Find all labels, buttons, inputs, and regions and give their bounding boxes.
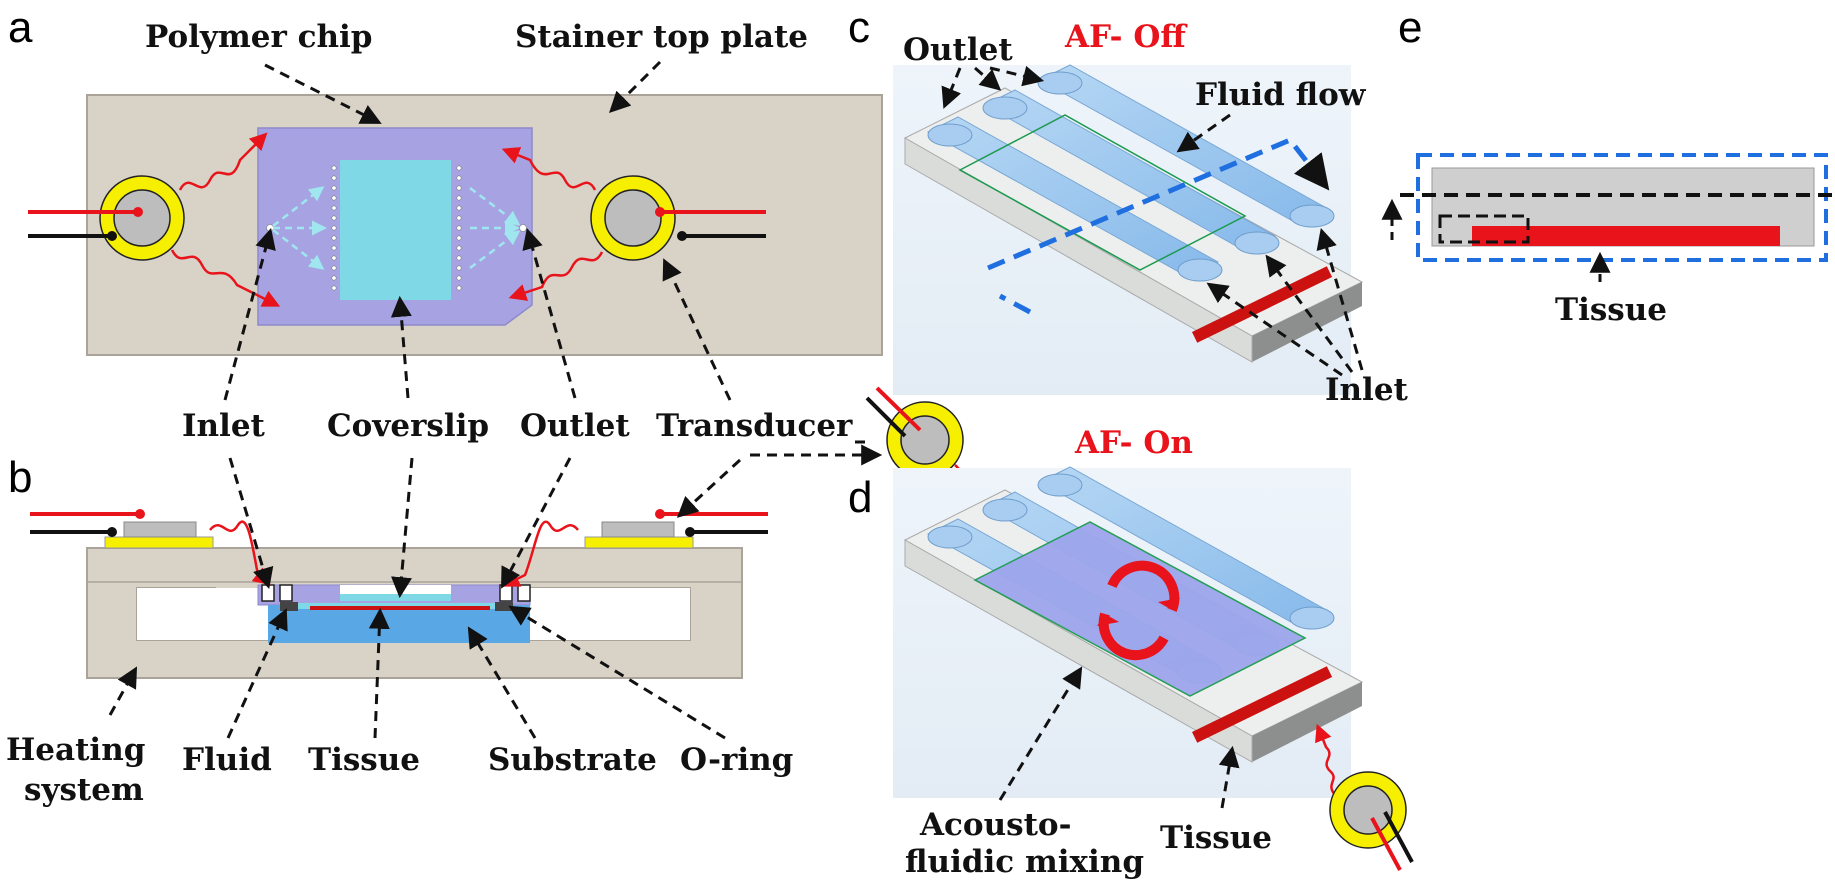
label-acousto: Acousto- bbox=[919, 807, 1071, 843]
label-substrate: Substrate bbox=[488, 742, 657, 778]
transducer-pad-left bbox=[104, 536, 214, 549]
label-coverslip: Coverslip bbox=[327, 408, 489, 444]
label-outlet-c: Outlet bbox=[903, 32, 1013, 68]
chamber-outline-c bbox=[958, 114, 1247, 271]
transducer-left bbox=[28, 175, 185, 261]
panel-label-b: b bbox=[8, 453, 32, 502]
label-tissue-e: Tissue bbox=[1555, 292, 1667, 328]
label-fluidic-mixing: fluidic mixing bbox=[905, 844, 1144, 880]
label-af-off: AF- Off bbox=[1064, 19, 1188, 55]
tissue-section bbox=[310, 606, 490, 610]
mixing-arrows bbox=[1098, 560, 1180, 661]
panel-label-d: d bbox=[848, 473, 872, 522]
zoom-box-e bbox=[1416, 153, 1828, 262]
coverslip-top bbox=[340, 160, 451, 300]
acoustic-waves-a bbox=[170, 132, 604, 307]
mixing-chamber-d bbox=[973, 521, 1307, 697]
flow-arrows-a bbox=[272, 186, 521, 270]
coverslip-section bbox=[340, 594, 451, 601]
panel-b: b bbox=[6, 227, 883, 808]
panel-label-c: c bbox=[848, 3, 870, 52]
panel-label-a: a bbox=[8, 3, 33, 52]
substrate bbox=[268, 605, 530, 643]
leader-lines-b bbox=[108, 227, 865, 740]
label-outlet: Outlet bbox=[520, 408, 630, 444]
label-af-on: AF- On bbox=[1074, 425, 1193, 461]
transducer-icon-d bbox=[1329, 771, 1414, 871]
label-polymer-chip: Polymer chip bbox=[145, 19, 372, 55]
panel-e: e Tissue bbox=[1381, 3, 1835, 328]
panel-label-e: e bbox=[1398, 3, 1422, 52]
panel-a: a bbox=[8, 3, 883, 356]
transducer-pad-right bbox=[584, 536, 694, 549]
label-o-ring: O-ring bbox=[680, 742, 793, 778]
label-tissue-b: Tissue bbox=[308, 742, 420, 778]
transducer-right bbox=[590, 175, 766, 261]
panel-c: c AF- Off Outlet Fluid flow Inlet bbox=[848, 3, 1409, 509]
panel-d: d AF- On Acousto- bbox=[848, 425, 1414, 880]
label-transducer: Transducer bbox=[656, 408, 853, 444]
label-system: system bbox=[24, 772, 144, 808]
inlet-box-e bbox=[1438, 214, 1530, 244]
label-heating: Heating bbox=[6, 732, 145, 768]
label-fluid-flow: Fluid flow bbox=[1195, 77, 1367, 113]
tissue-d bbox=[1192, 666, 1333, 743]
tissue-e bbox=[1472, 226, 1780, 246]
label-inlet-c: Inlet bbox=[1325, 372, 1409, 408]
tissue-c bbox=[1191, 266, 1333, 343]
label-fluid: Fluid bbox=[182, 742, 272, 778]
label-inlet: Inlet bbox=[182, 408, 266, 444]
label-tissue-d: Tissue bbox=[1160, 820, 1272, 856]
label-stainer-top-plate: Stainer top plate bbox=[515, 19, 808, 55]
flow-path-c bbox=[987, 136, 1330, 315]
port-dots bbox=[266, 165, 527, 291]
